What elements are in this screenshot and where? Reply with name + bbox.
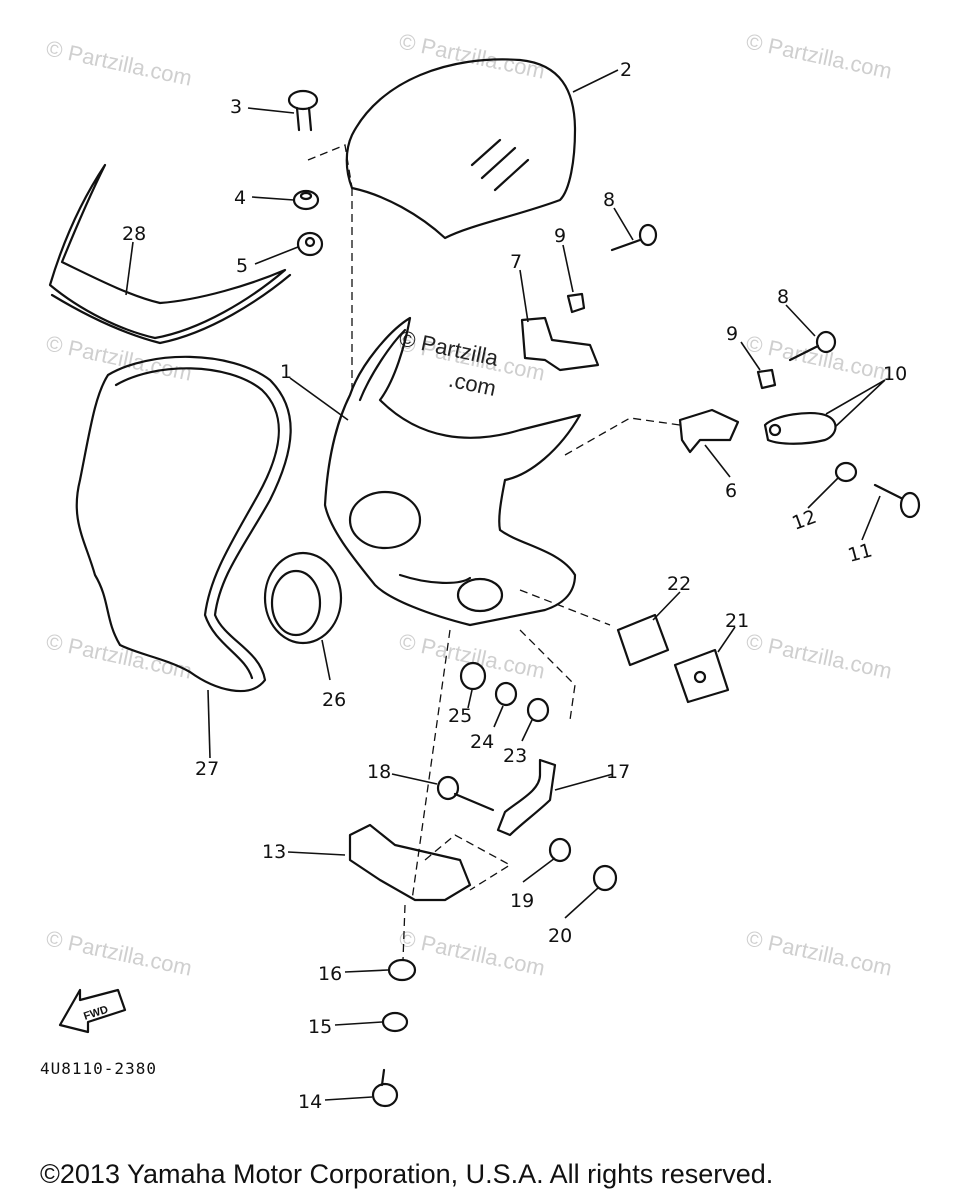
- bolt-3: [287, 89, 319, 132]
- part-label: 4: [234, 187, 246, 209]
- part-label: 22: [667, 573, 691, 595]
- washer-15: [381, 1011, 409, 1033]
- nut-19: [548, 837, 572, 863]
- watermark: © Partzilla.com: [744, 28, 894, 83]
- watermark: © Partzilla.com: [44, 35, 194, 90]
- part-label: 6: [725, 480, 737, 502]
- part-label: 19: [510, 890, 534, 912]
- part-label: 14: [298, 1091, 322, 1113]
- part-label: 27: [195, 758, 219, 780]
- nut-20: [592, 864, 618, 892]
- part-label: 8: [777, 286, 789, 308]
- part-label: 20: [548, 925, 572, 947]
- trim-28: [48, 163, 292, 345]
- watermark-layer: © Partzilla.com © Partzilla.com © Partzi…: [44, 28, 894, 980]
- seal-27: [75, 355, 292, 693]
- watermark: © Partzilla.com: [397, 925, 547, 980]
- part-label: 9: [554, 225, 566, 247]
- bolt-14: [371, 1068, 399, 1108]
- part-label: 16: [318, 963, 342, 985]
- nut-9a: [566, 292, 586, 314]
- part-label: 5: [236, 255, 248, 277]
- part-label: 9: [726, 323, 738, 345]
- bolt-8b: [788, 330, 837, 362]
- part-label: 8: [603, 189, 615, 211]
- part-label: 25: [448, 705, 472, 727]
- grommet-16: [387, 958, 417, 982]
- part-label: 12: [789, 506, 819, 535]
- fwd-arrow-icon: FWD: [58, 988, 127, 1034]
- part-label: 3: [230, 96, 242, 118]
- diagram-code: 4U8110-2380: [40, 1059, 157, 1078]
- watermark: © Partzilla.com: [744, 925, 894, 980]
- collar-24: [494, 681, 518, 707]
- windshield-part: [345, 58, 577, 240]
- watermark: © Partzilla.com: [744, 628, 894, 683]
- part-label: 15: [308, 1016, 332, 1038]
- clamp-10: [763, 411, 837, 445]
- part-label: 7: [510, 251, 522, 273]
- part-label: 10: [883, 363, 907, 385]
- plate-22: [616, 613, 670, 667]
- watermark: © Partzilla.com: [44, 628, 194, 683]
- part-label: 23: [503, 745, 527, 767]
- part-label: 17: [606, 761, 630, 783]
- bolt-11: [873, 483, 921, 519]
- assembly-lines: [307, 144, 681, 961]
- part-labels: 3 2 4 5 28 1 7 9 8 8 9 10 6 12 11 22 21 …: [122, 59, 907, 1113]
- part-label: 1: [280, 361, 292, 383]
- part-label: 2: [620, 59, 632, 81]
- ring-26: [263, 551, 343, 645]
- nut-23: [526, 697, 550, 723]
- grommet-4: [292, 189, 320, 211]
- bolt-18: [436, 775, 495, 812]
- part-label: 24: [470, 731, 494, 753]
- cowling-1: [323, 316, 582, 627]
- bracket-7: [520, 316, 600, 372]
- bracket-17: [496, 758, 557, 837]
- copyright-footer: ©2013 Yamaha Motor Corporation, U.S.A. A…: [40, 1159, 773, 1189]
- part-label: 18: [367, 761, 391, 783]
- part-label: 13: [262, 841, 286, 863]
- plate-21: [673, 648, 730, 704]
- part-label: 26: [322, 689, 346, 711]
- grommet-25: [459, 661, 487, 691]
- bracket-6: [678, 408, 740, 454]
- bracket-13: [348, 823, 472, 902]
- bolt-8a: [610, 223, 658, 252]
- part-label: 21: [725, 610, 749, 632]
- nut-5: [296, 231, 324, 257]
- nut-12: [834, 461, 858, 483]
- part-label: 11: [846, 539, 875, 567]
- leader-lines: [125, 69, 886, 1101]
- part-label: 28: [122, 223, 146, 245]
- nut-9b: [756, 368, 777, 390]
- watermark: © Partzilla.com: [44, 925, 194, 980]
